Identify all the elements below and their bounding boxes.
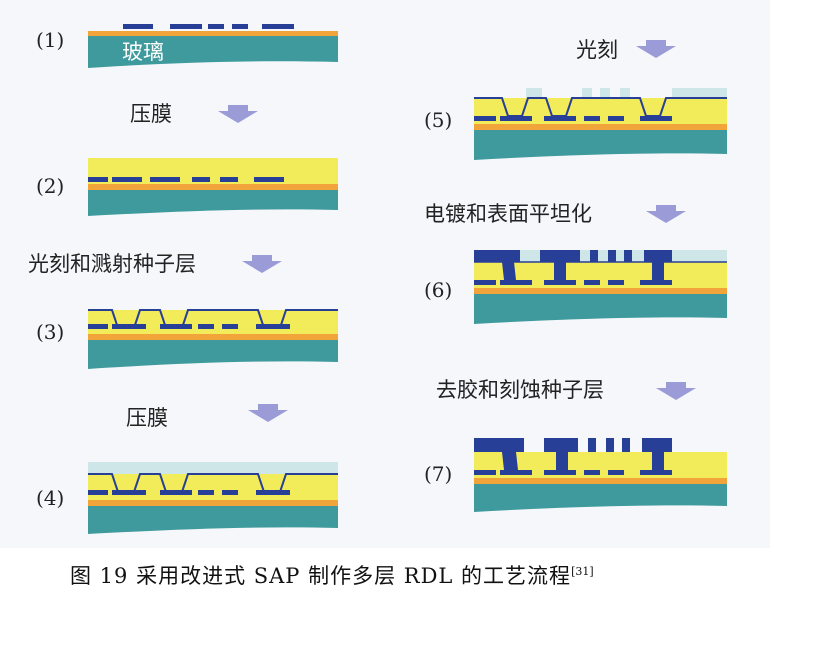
step-1-stack: [88, 24, 338, 68]
arrow-icon: [218, 105, 258, 123]
step-5-stack: [474, 88, 727, 160]
step-5-number: (5): [424, 108, 453, 132]
arrow-icon: [656, 382, 696, 400]
caption-reference: [31]: [571, 565, 594, 578]
step-3-stack: [88, 309, 338, 369]
glass-label: 玻璃: [122, 40, 164, 64]
step-7-action: 去胶和刻蚀种子层: [436, 378, 604, 402]
step-4-number: (4): [36, 486, 65, 510]
step-6-number: (6): [424, 278, 453, 302]
step-1-number: (1): [36, 28, 65, 52]
step-4-action: 压膜: [126, 406, 168, 430]
arrow-icon: [242, 255, 282, 273]
figure-caption: 图 19 采用改进式 SAP 制作多层 RDL 的工艺流程[31]: [70, 560, 594, 590]
caption-text: 图 19 采用改进式 SAP 制作多层 RDL 的工艺流程: [70, 564, 572, 588]
step-5-action: 光刻: [576, 38, 618, 62]
step-2-stack: [88, 158, 338, 216]
arrow-icon: [248, 404, 288, 422]
arrow-icon: [646, 205, 686, 223]
step-3-action: 光刻和溅射种子层: [28, 252, 196, 276]
step-2-number: (2): [36, 174, 65, 198]
step-3-number: (3): [36, 320, 65, 344]
step-2-action: 压膜: [130, 102, 172, 126]
step-6-stack: [474, 250, 727, 324]
step-6-action: 电镀和表面平坦化: [424, 202, 592, 226]
step-7-stack: [474, 438, 727, 512]
arrow-icon: [636, 40, 676, 58]
step-7-number: (7): [424, 462, 453, 486]
step-4-stack: [88, 462, 338, 534]
process-flow-diagram: [88, 24, 727, 534]
